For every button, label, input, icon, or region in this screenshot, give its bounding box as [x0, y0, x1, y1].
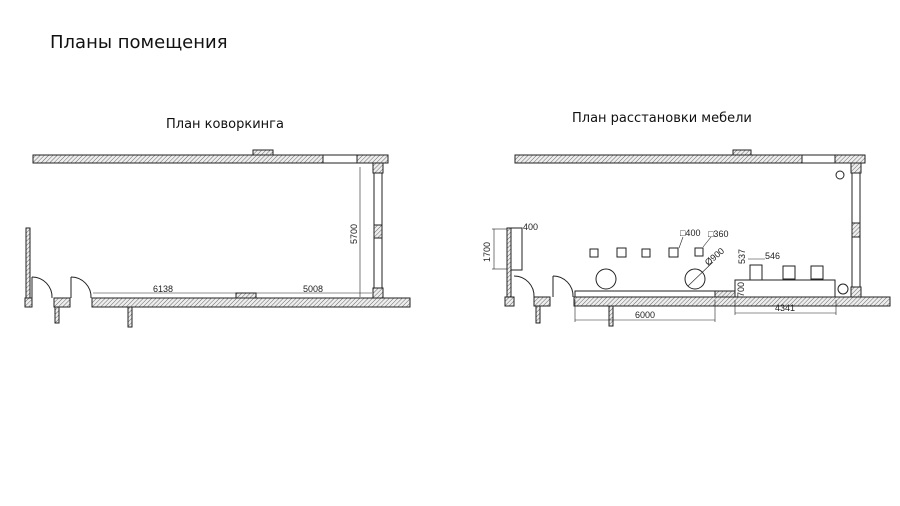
dim-diameter-900: Ø900 [703, 246, 726, 268]
dim-6138: 6138 [153, 284, 173, 294]
coworking-plan-title: План коворкинга [166, 117, 284, 132]
dim-1700: 1700 [482, 242, 492, 262]
dim-537: 537 [737, 249, 747, 264]
furniture-plan-title: План расстановки мебели [572, 111, 752, 126]
shelf [510, 227, 523, 271]
slide-title: Планы помещения [50, 32, 228, 53]
dim-5700: 5700 [349, 224, 359, 244]
plant [835, 170, 845, 180]
dim-6000: 6000 [635, 310, 655, 320]
door-arc [31, 276, 53, 299]
dim-546: 546 [765, 251, 780, 261]
window [373, 237, 383, 289]
dim-700: 700 [736, 282, 746, 297]
window [322, 154, 358, 164]
furniture-plan [492, 149, 891, 327]
dim-4341: 4341 [775, 303, 795, 313]
dim-stool-400: □400 [680, 228, 700, 238]
bottom-wall [91, 297, 411, 308]
window [373, 172, 383, 226]
bench [574, 290, 716, 298]
chair [782, 265, 796, 280]
round-table [595, 268, 617, 290]
column [252, 149, 274, 156]
chair [810, 265, 824, 280]
coworking-plan [24, 149, 411, 328]
plant [837, 283, 849, 295]
dim-400-shelf: 400 [523, 222, 538, 232]
stools [589, 247, 704, 258]
door-arc [70, 276, 92, 299]
dim-stool-360: □360 [708, 229, 728, 239]
chair [749, 264, 763, 281]
left-wall [25, 227, 31, 299]
dim-5008: 5008 [303, 284, 323, 294]
desk [734, 279, 836, 298]
top-wall [32, 154, 324, 164]
